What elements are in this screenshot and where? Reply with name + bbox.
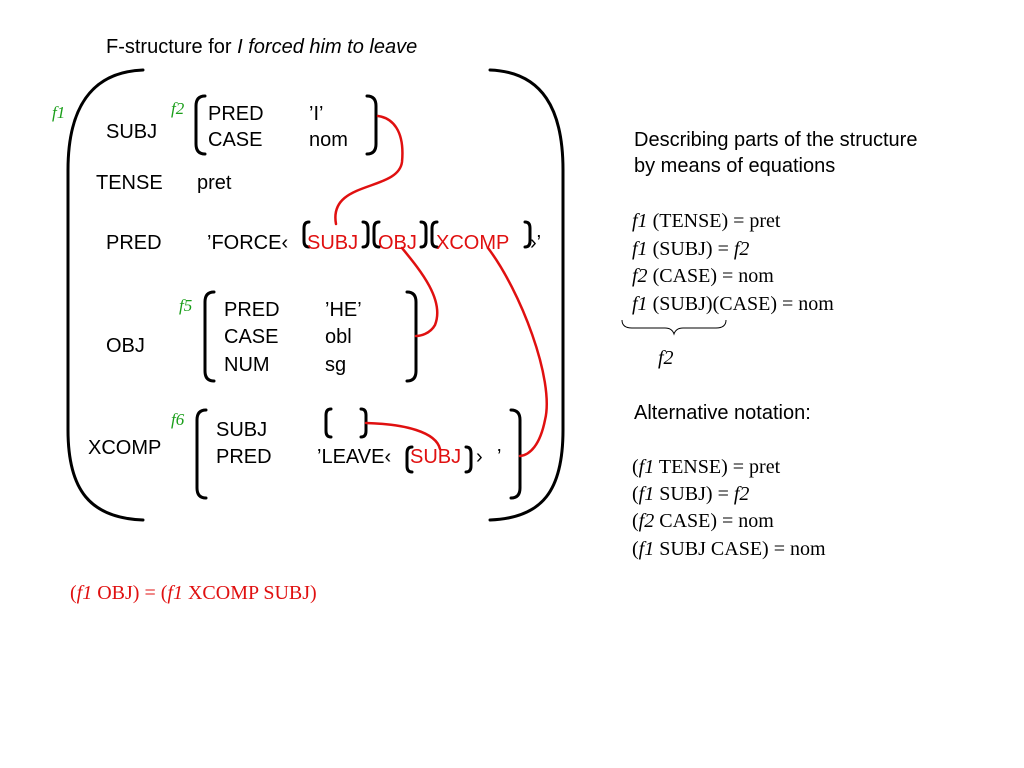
force-arg-subj: SUBJ — [307, 232, 359, 254]
equation-2: f1 (SUBJ) = f2 — [632, 238, 750, 260]
alt-equation-1: (f1 TENSE) = pret — [632, 456, 781, 478]
force-xcomp-bracket-left — [430, 220, 439, 249]
title-sentence: I forced him to leave — [237, 36, 418, 58]
f6-label: f6 — [171, 410, 185, 429]
leave-arg-subj: SUBJ — [410, 446, 462, 468]
f2-bracket-right — [365, 94, 378, 156]
leave-pred-end: › — [476, 446, 483, 468]
description-line-1: Describing parts of the structure — [634, 129, 918, 151]
alternative-heading: Alternative notation: — [634, 402, 811, 424]
underbrace-label: f2 — [658, 347, 674, 369]
attr-pred: PRED — [106, 232, 162, 254]
tense-value: pret — [197, 172, 232, 194]
f1-label: f1 — [52, 103, 66, 122]
alt-equation-3: (f2 CASE) = nom — [632, 510, 774, 532]
force-obj-bracket-right — [419, 220, 428, 249]
f2-pred-attr: PRED — [208, 103, 264, 125]
attr-subj: SUBJ — [106, 121, 158, 143]
f5-bracket-left — [203, 290, 216, 383]
f5-num-value: sg — [325, 354, 347, 376]
leave-subj-bracket-left — [405, 445, 414, 474]
f5-case-attr: CASE — [224, 326, 279, 348]
force-pred-start: ’FORCE‹ — [207, 232, 289, 254]
attr-obj: OBJ — [106, 335, 145, 357]
outer-bracket-right — [488, 68, 565, 522]
leave-pred-quote: ’ — [497, 446, 502, 468]
title-prefix: F-structure for — [106, 36, 238, 58]
f2-case-attr: CASE — [208, 129, 263, 151]
link-subj-to-f2 — [334, 114, 404, 226]
diagram-title: F-structure for I forced him to leave — [106, 36, 417, 59]
f6-bracket-left — [195, 408, 208, 500]
f6-subj-attr: SUBJ — [216, 419, 268, 441]
bottom-equation: (f1 OBJ) = (f1 XCOMP SUBJ) — [70, 582, 317, 604]
link-xcomp-to-f6 — [486, 246, 548, 458]
force-subj-bracket-right — [361, 220, 370, 249]
link-obj-to-f5 — [400, 246, 439, 338]
equation-3: f2 (CASE) = nom — [632, 265, 774, 287]
equation-4: f1 (SUBJ)(CASE) = nom — [632, 293, 834, 315]
force-arg-obj: OBJ — [378, 232, 417, 254]
attr-xcomp: XCOMP — [88, 437, 162, 459]
force-arg-xcomp: XCOMP — [436, 232, 510, 254]
f2-pred-value: ’I’ — [309, 103, 324, 125]
f5-pred-attr: PRED — [224, 299, 280, 321]
f2-case-value: nom — [309, 129, 348, 151]
force-pred-end: ›’ — [530, 232, 542, 254]
f5-label: f5 — [179, 296, 193, 315]
equation-1: f1 (TENSE) = pret — [632, 210, 781, 232]
f5-num-attr: NUM — [224, 354, 270, 376]
link-leave-subj-to-xcomp-subj — [364, 421, 442, 451]
f2-label: f2 — [171, 99, 185, 118]
f5-bracket-right — [405, 290, 418, 383]
f5-pred-value: ’HE’ — [325, 299, 362, 321]
alt-equation-4: (f1 SUBJ CASE) = nom — [632, 538, 826, 560]
alt-equation-2: (f1 SUBJ) = f2 — [632, 483, 750, 505]
outer-bracket-left — [66, 68, 145, 522]
f6-bracket-right — [509, 408, 522, 500]
attr-tense: TENSE — [96, 172, 163, 194]
xcomp-subj-bracket-left — [324, 407, 333, 439]
f5-case-value: obl — [325, 326, 352, 348]
description-line-2: by means of equations — [634, 155, 836, 177]
f6-pred-attr: PRED — [216, 446, 272, 468]
force-obj-bracket-left — [372, 220, 381, 249]
underbrace — [621, 319, 727, 336]
force-subj-bracket-left — [302, 220, 311, 249]
f2-bracket-left — [194, 94, 207, 156]
leave-pred-start: ’LEAVE‹ — [317, 446, 392, 468]
force-xcomp-bracket-right — [523, 220, 532, 249]
leave-subj-bracket-right — [464, 445, 473, 474]
